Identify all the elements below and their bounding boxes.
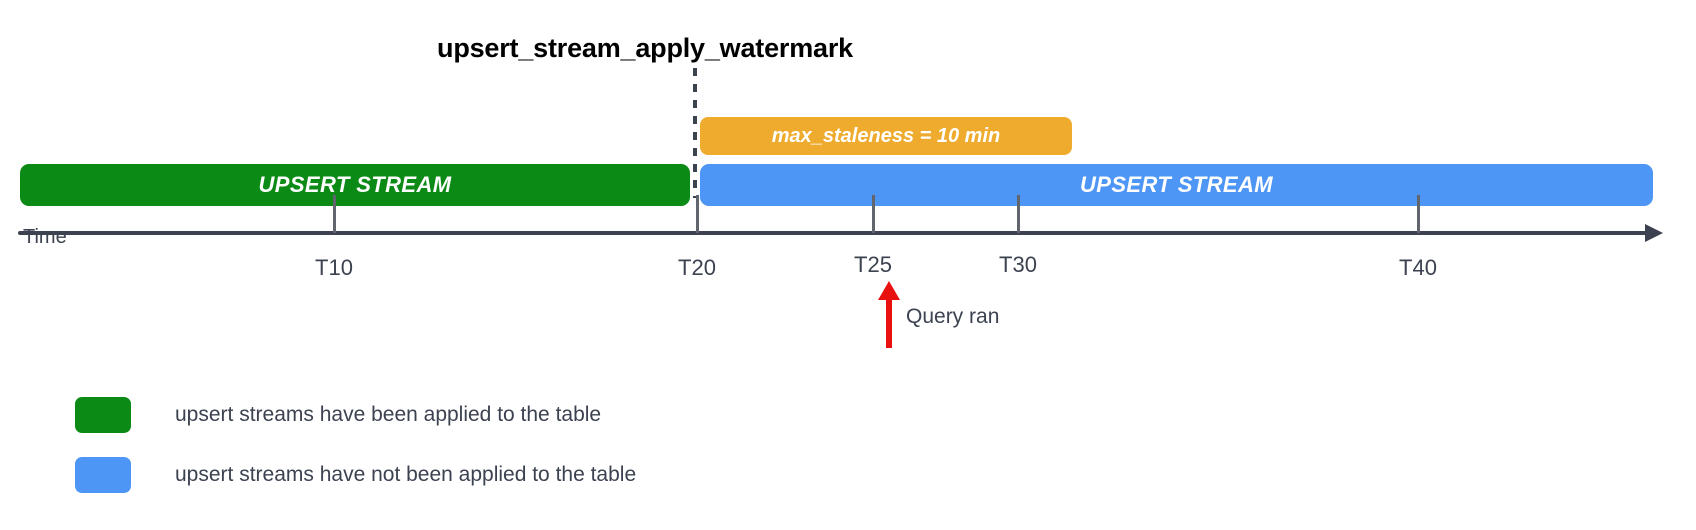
- query-ran-arrow-shaft: [886, 296, 892, 348]
- tick-mark-t10: [333, 195, 336, 233]
- legend-item-applied: upsert streams have been applied to the …: [75, 385, 636, 445]
- tick-label-t10: T10: [315, 255, 353, 280]
- legend: upsert streams have been applied to the …: [75, 385, 636, 505]
- legend-swatch-green: [75, 397, 131, 433]
- tick-label-t30: T30: [999, 252, 1037, 277]
- legend-label-not-applied: upsert streams have not been applied to …: [175, 463, 637, 486]
- legend-swatch-blue: [75, 457, 131, 493]
- page-title: upsert_stream_apply_watermark: [437, 33, 853, 63]
- watermark-dashed-line: [693, 68, 697, 198]
- tick-mark-t25: [872, 195, 875, 233]
- tick-mark-t30: [1017, 195, 1020, 233]
- query-ran-label: Query ran: [906, 305, 1000, 328]
- max-staleness-badge: max_staleness = 10 min: [700, 117, 1072, 155]
- time-axis-label: Time: [23, 226, 67, 248]
- tick-label-t40: T40: [1399, 255, 1437, 280]
- time-axis-arrow-icon: [1645, 224, 1663, 242]
- upsert-stream-bar-applied: UPSERT STREAM: [20, 164, 690, 206]
- legend-item-not-applied: upsert streams have not been applied to …: [75, 445, 636, 505]
- query-ran-arrow-icon: [878, 281, 900, 300]
- tick-mark-t40: [1417, 195, 1420, 233]
- time-axis-line: [18, 231, 1650, 235]
- tick-label-t20: T20: [678, 255, 716, 280]
- tick-label-t25: T25: [854, 252, 892, 277]
- legend-label-applied: upsert streams have been applied to the …: [175, 403, 602, 426]
- tick-mark-t20: [696, 195, 699, 233]
- upsert-stream-bar-not-applied: UPSERT STREAM: [700, 164, 1653, 206]
